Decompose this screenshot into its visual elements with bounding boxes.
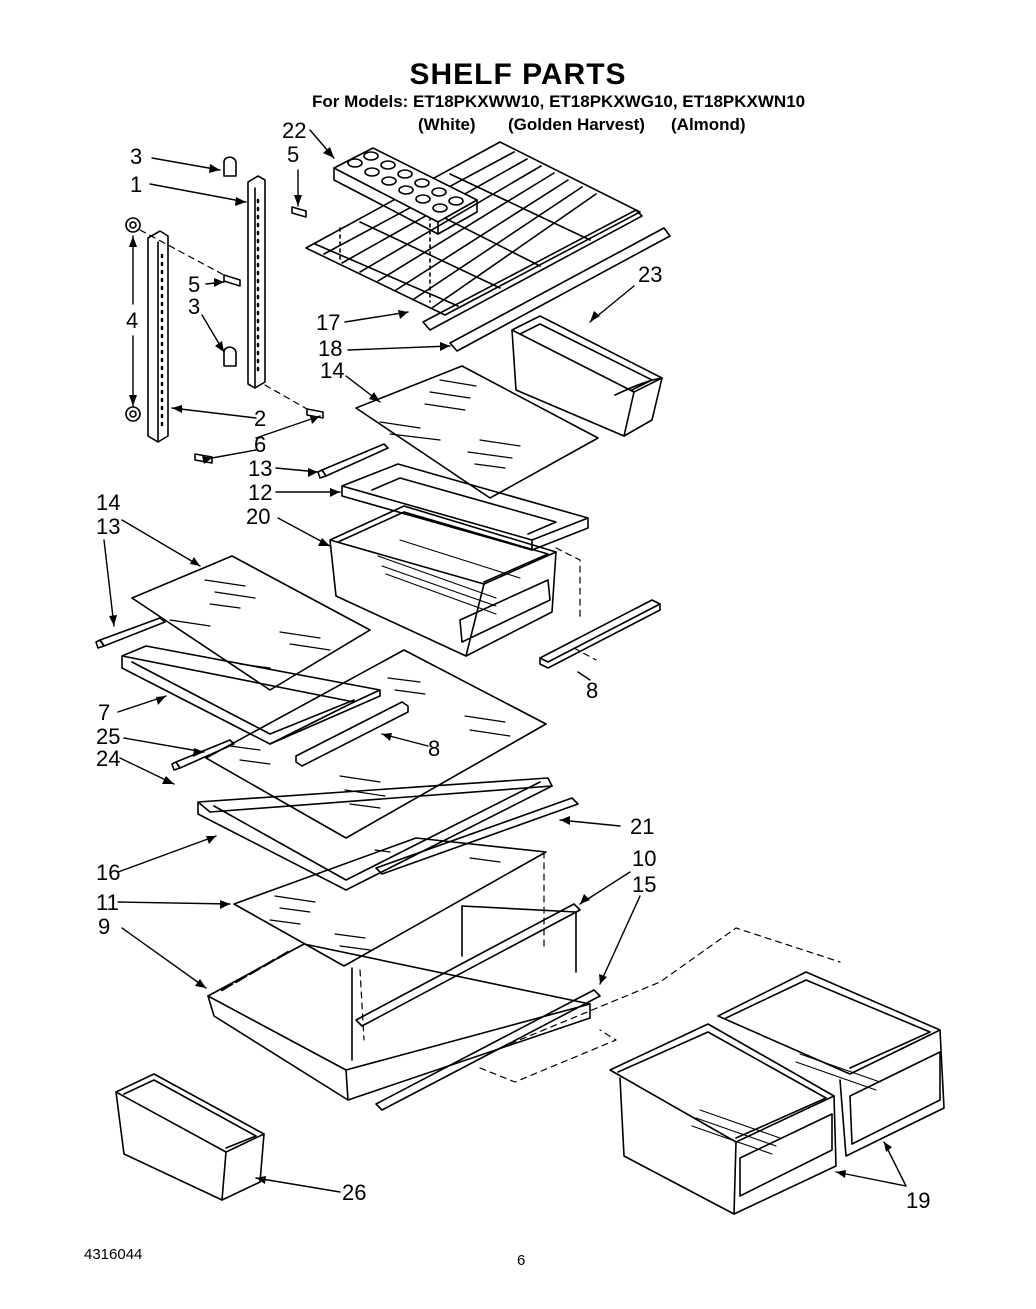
callout-17: 17 bbox=[316, 310, 340, 335]
shelf-frame-16-part bbox=[197, 777, 553, 891]
callout-21: 21 bbox=[630, 814, 654, 839]
callout-2: 2 bbox=[254, 406, 266, 431]
color-label-almond: (Almond) bbox=[671, 115, 746, 134]
callout-1: 1 bbox=[130, 172, 142, 197]
callout-16: 16 bbox=[96, 860, 120, 885]
arrowheads bbox=[109, 147, 892, 1184]
shelf-trim-part bbox=[422, 209, 671, 352]
callout-18: 18 bbox=[318, 336, 342, 361]
callout-23: 23 bbox=[638, 262, 662, 287]
crisper-trim-15-part bbox=[375, 989, 601, 1111]
callout-4: 4 bbox=[126, 308, 138, 333]
door-bin-26-part bbox=[115, 1073, 265, 1201]
shelf-rail-24-part bbox=[171, 739, 235, 771]
callout-8: 8 bbox=[586, 678, 598, 703]
callout-25: 25 bbox=[96, 724, 120, 749]
callout-11: 11 bbox=[96, 890, 119, 915]
callout-10: 10 bbox=[632, 846, 656, 871]
callout-24: 24 bbox=[96, 746, 120, 771]
callout-9: 9 bbox=[98, 914, 110, 939]
shelf-rail-13-upper-part bbox=[317, 443, 389, 479]
ladder-assembly-lines bbox=[139, 229, 308, 410]
crisper-drawer-left-part bbox=[609, 1023, 837, 1215]
callout-14: 14 bbox=[96, 490, 120, 515]
callout-15: 15 bbox=[632, 872, 656, 897]
callout-5: 5 bbox=[287, 142, 299, 167]
callout-26: 26 bbox=[342, 1180, 366, 1205]
shelf-ladder-left bbox=[147, 230, 169, 443]
crisper-drawer-right-part bbox=[717, 971, 945, 1157]
callout-6: 6 bbox=[254, 432, 266, 457]
trim-strip-21-part bbox=[375, 797, 579, 875]
callout-13: 13 bbox=[96, 514, 120, 539]
glass-shelf-25-part bbox=[205, 649, 547, 839]
divider-strip-8-left-part bbox=[295, 701, 409, 767]
callout-19: 19 bbox=[906, 1188, 930, 1213]
callout-numbers: 3 1 22 5 5 3 4 17 18 23 14 2 6 13 12 20 … bbox=[96, 118, 930, 1213]
divider-strip-8-right-part bbox=[539, 599, 661, 669]
shelf-rail-13-lower-part bbox=[95, 617, 166, 649]
shelf-ladder-right bbox=[247, 175, 266, 389]
callout-20: 20 bbox=[246, 504, 270, 529]
page-title: SHELF PARTS bbox=[409, 58, 627, 91]
ice-cube-tray-part bbox=[333, 147, 478, 235]
callout-14: 14 bbox=[320, 358, 344, 383]
cover-frame-12-part bbox=[341, 463, 589, 551]
callout-22: 22 bbox=[282, 118, 306, 143]
glass-shelf-upper-part bbox=[355, 365, 599, 499]
callout-7: 7 bbox=[98, 700, 110, 725]
callout-3: 3 bbox=[130, 144, 142, 169]
callout-8: 8 bbox=[428, 736, 440, 761]
assembly-guide-lines bbox=[359, 547, 841, 1083]
page-number: 6 bbox=[517, 1252, 526, 1269]
model-list: For Models: ET18PKXWW10, ET18PKXWG10, ET… bbox=[312, 92, 806, 111]
color-label-golden-harvest: (Golden Harvest) bbox=[508, 115, 645, 134]
crisper-trim-10-part bbox=[355, 903, 581, 1027]
callout-13: 13 bbox=[248, 456, 272, 481]
shelf-frame-7-part bbox=[121, 645, 381, 745]
bracket-cap-parts bbox=[125, 156, 324, 464]
color-label-white: (White) bbox=[418, 115, 476, 134]
door-bin-23-part bbox=[511, 315, 663, 437]
callout-12: 12 bbox=[248, 480, 272, 505]
meat-pan-20-part bbox=[329, 505, 557, 657]
callout-5: 5 bbox=[188, 272, 200, 297]
callout-3: 3 bbox=[188, 294, 200, 319]
part-number: 4316044 bbox=[84, 1246, 143, 1263]
